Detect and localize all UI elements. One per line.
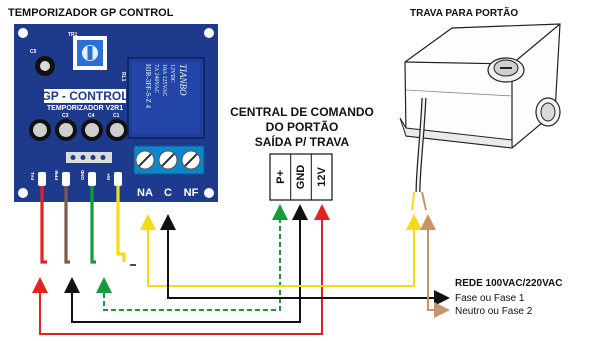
pin-label-fpm: FPM bbox=[54, 170, 59, 180]
trimpot-slot bbox=[87, 46, 93, 60]
wire-green-stub bbox=[90, 186, 96, 264]
relay-line-4: HJR-3FF-S-Z 4 bbox=[144, 64, 152, 109]
screw-na-icon[interactable] bbox=[135, 150, 155, 170]
relay: TIANBO 12VDC 10A 125VAC 7A 240VAC HJR-3F… bbox=[120, 57, 205, 139]
c3-label: C3 bbox=[62, 113, 69, 119]
lock-bolt-icon bbox=[535, 97, 561, 127]
terminal-na-label: NA bbox=[137, 187, 153, 199]
brand-plate bbox=[44, 89, 126, 103]
wire-green bbox=[96, 204, 288, 311]
lock-title: TRAVA PARA PORTÃO bbox=[410, 6, 518, 19]
terminal-c-label: C bbox=[164, 187, 172, 199]
screw-c-icon[interactable] bbox=[158, 150, 178, 170]
wire-black-gnd bbox=[64, 204, 308, 323]
wire-tan-neutral bbox=[420, 214, 450, 318]
screw-nf-icon[interactable] bbox=[181, 150, 201, 170]
central-12v-label: 12V bbox=[316, 167, 328, 187]
wire-black-phase bbox=[160, 214, 450, 306]
c1-label: C1 bbox=[113, 113, 120, 119]
central-terminal-block: P+ GND 12V bbox=[269, 153, 333, 201]
pin-label-in: IN+ bbox=[106, 173, 111, 181]
central-pplus-label: P+ bbox=[275, 170, 287, 184]
mount-hole bbox=[204, 28, 214, 38]
relay-line-1: 12VDC bbox=[169, 64, 175, 83]
tr-label: TR1 bbox=[68, 32, 78, 38]
central-title-line1: CENTRAL DE COMANDO bbox=[230, 105, 374, 119]
relay-terminal-block bbox=[133, 145, 205, 175]
terminal-nf-label: NF bbox=[184, 187, 199, 199]
relay-line-2: 10A 125VAC bbox=[161, 64, 167, 96]
network-phase1: Fase ou Fase 1 bbox=[455, 293, 525, 304]
network-phase2: Neutro ou Fase 2 bbox=[455, 306, 533, 317]
network-title: REDE 100VAC/220VAC bbox=[455, 278, 562, 289]
pin-header bbox=[66, 152, 112, 163]
relay-tag: RL1 bbox=[120, 72, 126, 82]
bottom-pins bbox=[38, 172, 122, 186]
relay-brand: TIANBO bbox=[178, 64, 188, 96]
capacitor-row bbox=[29, 119, 128, 141]
c5-label: C5 bbox=[30, 49, 37, 55]
timer-title: TEMPORIZADOR GP CONTROL bbox=[8, 7, 174, 19]
central-title-line3: SAÍDA P/ TRAVA bbox=[255, 134, 350, 149]
central-gnd-label: GND bbox=[295, 165, 307, 190]
wire-yellow-stub bbox=[116, 186, 126, 262]
c4-label: C4 bbox=[88, 113, 95, 119]
relay-line-3: 7A 240VAC bbox=[153, 64, 159, 93]
timer-board: TR1 C5 GP - CONTROL TEMPORIZADOR V2R1 C3… bbox=[14, 24, 218, 202]
central-title-line2: DO PORTÃO bbox=[266, 119, 339, 134]
brand-text: GP - CONTROL bbox=[41, 89, 128, 103]
capacitor-top bbox=[40, 61, 50, 71]
mount-hole bbox=[204, 188, 214, 198]
model-text: TEMPORIZADOR V2R1 bbox=[47, 105, 123, 112]
pin-label-gnd: GND bbox=[80, 169, 85, 180]
pin-label-fal: FAL bbox=[30, 171, 35, 180]
mount-hole bbox=[18, 188, 28, 198]
mount-hole bbox=[18, 28, 28, 38]
key-cylinder-icon[interactable] bbox=[487, 57, 525, 83]
gate-lock bbox=[399, 23, 561, 211]
